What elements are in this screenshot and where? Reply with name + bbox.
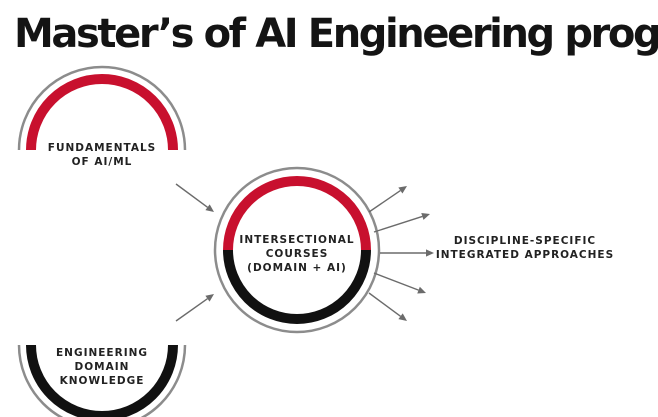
arrow-out-4 — [373, 272, 426, 294]
discipline-label-line-1: DISCIPLINE-SPECIFIC — [454, 235, 596, 247]
arrow-line — [175, 298, 208, 322]
arrow-line — [368, 189, 401, 213]
arrow-head-icon — [205, 294, 214, 302]
engineering-label-line-1: ENGINEERING — [56, 347, 148, 359]
arrow-head-icon — [398, 186, 407, 194]
arrow-line — [175, 183, 208, 208]
fundamentals-node: FUNDAMENTALS OF AI/ML — [17, 65, 187, 168]
arrow-head-icon — [205, 204, 214, 212]
intersectional-label-line-2: COURSES — [266, 248, 329, 260]
arrow-head-icon — [421, 213, 430, 220]
intersectional-label-line-3: (DOMAIN + AI) — [247, 262, 347, 274]
discipline-specific-label: DISCIPLINE-SPECIFIC INTEGRATED APPROACHE… — [436, 235, 614, 261]
intersectional-node: INTERSECTIONAL COURSES (DOMAIN + AI) — [213, 166, 381, 334]
intersectional-black-arc — [223, 249, 371, 324]
arrow-out-1 — [368, 186, 407, 213]
arrow-fundamentals-to-intersectional — [175, 183, 214, 212]
fundamentals-label-line-1: FUNDAMENTALS — [48, 142, 156, 154]
page-title: Master’s of AI Engineering program — [14, 11, 658, 57]
fundamentals-red-arc — [26, 74, 178, 151]
fundamentals-outer-arc — [17, 65, 187, 151]
arrow-head-icon — [426, 249, 434, 257]
engineering-label-line-3: KNOWLEDGE — [60, 375, 145, 387]
arrow-out-2 — [373, 213, 430, 233]
engineering-outer-arc — [17, 344, 187, 417]
arrow-line — [373, 272, 419, 291]
arrow-engineering-to-intersectional — [175, 294, 214, 322]
intersectional-outer-ring — [213, 166, 381, 334]
discipline-label-line-2: INTEGRATED APPROACHES — [436, 249, 614, 261]
fundamentals-label-line-2: OF AI/ML — [72, 156, 133, 168]
intersectional-red-arc — [223, 176, 371, 251]
arrow-line — [368, 292, 401, 317]
engineering-black-arc — [26, 344, 178, 417]
engineering-node: ENGINEERING DOMAIN KNOWLEDGE — [17, 344, 187, 417]
intersectional-label-line-1: INTERSECTIONAL — [239, 234, 354, 246]
arrow-head-icon — [417, 286, 426, 294]
arrow-out-5 — [368, 292, 407, 321]
arrow-head-icon — [398, 313, 407, 321]
arrows-group — [175, 183, 434, 322]
arrow-line — [373, 215, 423, 233]
engineering-label-line-2: DOMAIN — [75, 361, 130, 373]
arrow-out-3 — [380, 249, 434, 257]
